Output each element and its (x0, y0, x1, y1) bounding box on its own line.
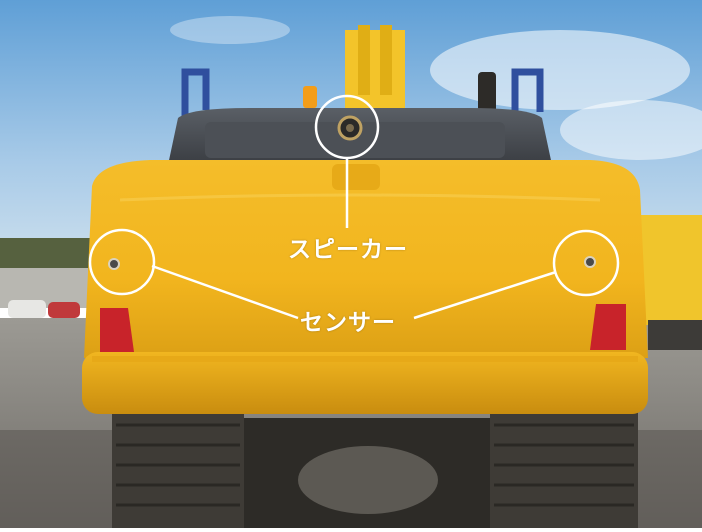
engine-hood-panel (205, 122, 505, 158)
speaker-cone (346, 124, 354, 132)
neighbor-machine (640, 215, 702, 325)
right-sensor-callout-circle (552, 229, 620, 297)
parked-car (48, 302, 80, 318)
counterweight-highlight (119, 193, 601, 202)
neighbor-machine-dark (648, 320, 702, 350)
right-sensor-callout-line (413, 270, 557, 320)
cloud (560, 100, 702, 160)
left-sensor-callout-line (151, 264, 299, 320)
right-tail-light (590, 304, 626, 350)
sensor-label: センサー (300, 310, 396, 336)
left-sensor-callout-circle (88, 228, 156, 296)
speaker-label: スピーカー (288, 237, 408, 263)
speaker-housing (332, 164, 380, 190)
left-track (112, 408, 244, 528)
bumper (82, 352, 648, 414)
bumper-groove (92, 356, 638, 362)
cloud (170, 16, 290, 44)
left-handrail (181, 68, 210, 118)
beacon-light (303, 86, 317, 108)
left-tail-light (100, 308, 134, 352)
right-track (490, 408, 638, 528)
parked-car (8, 300, 46, 318)
left-sensor (108, 258, 120, 270)
boom-cylinder (358, 25, 370, 95)
undercarriage-opening (298, 446, 438, 514)
track-treads (116, 423, 634, 507)
counterweight (84, 160, 648, 358)
right-sensor (584, 256, 596, 268)
right-handrail (511, 68, 544, 118)
boom-cylinder (380, 25, 392, 95)
exhaust-pipe (478, 72, 496, 114)
cloud (430, 30, 690, 110)
